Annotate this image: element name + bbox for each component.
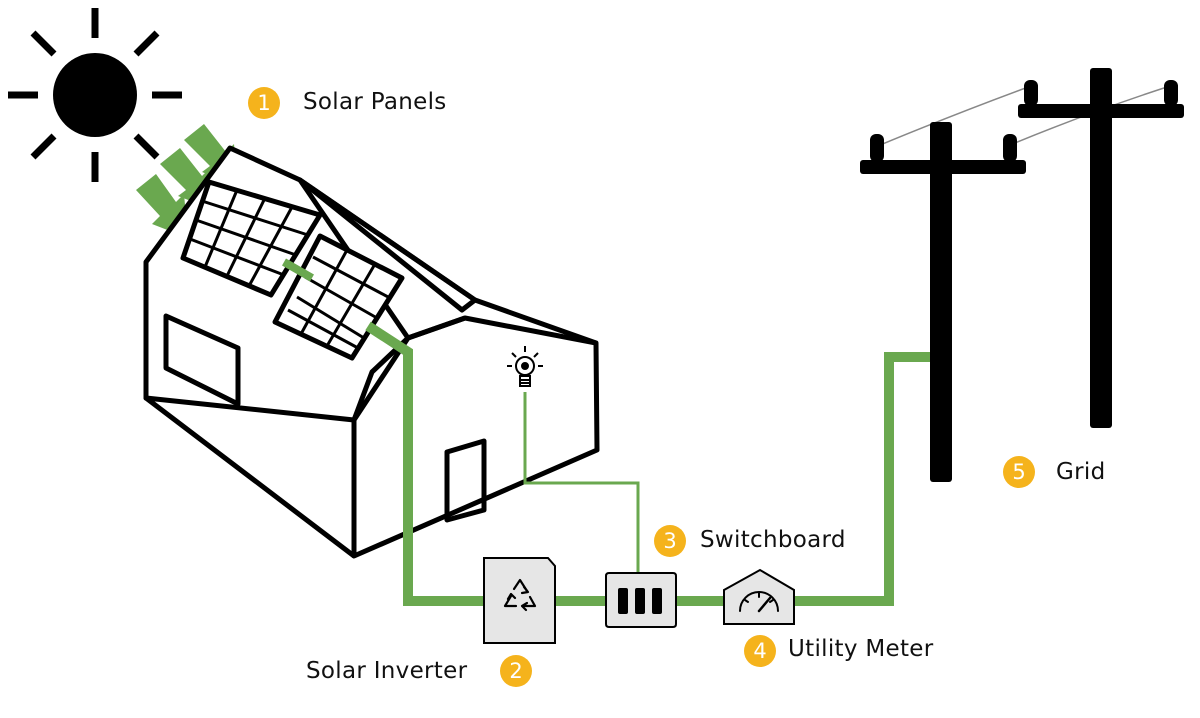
- panel-link-cable: [282, 258, 314, 282]
- step-2-badge: 2: [500, 655, 532, 687]
- sun-icon: [8, 8, 182, 182]
- step-2-label: Solar Inverter: [306, 658, 468, 684]
- step-4-badge: 4: [744, 635, 776, 667]
- switchboard-icon: [605, 572, 677, 628]
- house-window-frame: [163, 313, 241, 407]
- step-3-badge: 3: [654, 525, 686, 557]
- step-4-label: Utility Meter: [788, 636, 934, 662]
- power-pole-back: [1018, 68, 1184, 428]
- main-cable: [365, 321, 484, 606]
- power-cables: [282, 258, 938, 606]
- house-circuit-wire: [523, 392, 640, 572]
- gauge-icon: [739, 591, 779, 613]
- step-1-label: Solar Panels: [303, 89, 447, 115]
- house-door: [444, 438, 487, 523]
- light-bulb-icon: [507, 346, 543, 387]
- step-5-badge: 5: [1003, 456, 1035, 488]
- step-5-label: Grid: [1056, 459, 1106, 485]
- step-3-label: Switchboard: [700, 527, 846, 553]
- utility-meter-device: [723, 568, 795, 625]
- step-1-badge: 1: [248, 87, 280, 119]
- meter-to-grid-cable: [794, 352, 938, 606]
- solar-inverter-device: [483, 557, 556, 644]
- power-pole-icon: [860, 68, 1184, 482]
- house-window: [0, 0, 1, 1]
- house-icon: [0, 0, 600, 559]
- recycle-icon: [503, 578, 537, 612]
- power-pole-front: [860, 122, 1026, 482]
